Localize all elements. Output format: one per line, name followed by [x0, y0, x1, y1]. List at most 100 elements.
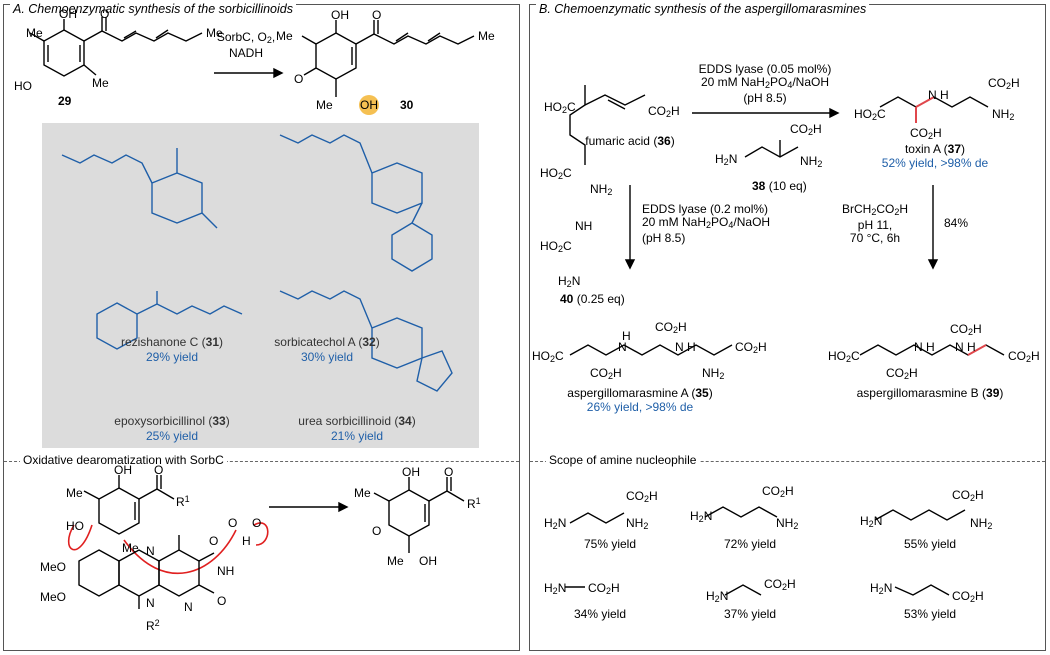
co2h-label: CO2H [735, 340, 767, 356]
step2-conditions: EDDS lyase (0.2 mol%)20 mM NaH2PO4/NaOH(… [642, 202, 771, 245]
me-label: Me [122, 541, 139, 555]
nh-label: N H [928, 88, 949, 102]
co2h-label: CO2H [950, 322, 982, 338]
me-label: Me [26, 26, 43, 40]
ho-label: HO [66, 519, 84, 533]
scope-yield-5: 37% yield [723, 607, 777, 621]
fumaric-acid-label: fumaric acid (36) [585, 134, 675, 148]
scope-yield-3: 55% yield [903, 537, 957, 551]
asp-a-yield: 26% yield, >98% de [586, 400, 694, 414]
nh-label: N H [955, 340, 976, 354]
me-label: Me [354, 486, 371, 500]
h2n-label: H2N [558, 274, 581, 290]
nh2-label: NH2 [626, 516, 649, 532]
nh-label: NH [217, 564, 235, 578]
h2n-label: H2N [870, 581, 893, 597]
methoxy-label: MeO [40, 590, 67, 604]
co2h-label: CO2H [588, 581, 620, 597]
nh-label: H [622, 329, 631, 343]
panel-a-structures [29, 17, 475, 609]
scope-yield-4: 34% yield [573, 607, 627, 621]
product-33-name: epoxysorbicillinol (33) [114, 414, 230, 428]
n-label: N [184, 600, 193, 614]
amine-38-structure [744, 140, 799, 158]
ketone-o-label: O [372, 524, 382, 538]
panel-b-title: B. Chemoenzymatic synthesis of the asper… [536, 2, 870, 16]
h2n-label: H2N [690, 509, 713, 525]
n-label: N [618, 340, 627, 354]
co2h-label: CO2H [886, 366, 918, 382]
co2h-label: CO2H [762, 484, 794, 500]
me-label: Me [206, 26, 223, 40]
compound-30-structure [301, 20, 475, 97]
product-32-name: sorbicatechol A (32) [274, 335, 380, 349]
fumaric-acid-structure [584, 94, 646, 110]
panel-a-title: A. Chemoenzymatic synthesis of the sorbi… [10, 2, 296, 16]
amine-38-label: 38 (10 eq) [752, 179, 807, 193]
fumaric-ho2c-label: HO2C [544, 100, 576, 116]
nh2-label: NH2 [800, 154, 823, 170]
methoxy-label: MeO [40, 560, 67, 574]
ho2c-label: HO2C [540, 166, 572, 182]
oh-label: OH [360, 98, 378, 112]
compound-34-structure [279, 290, 453, 392]
nh-label: N [146, 544, 155, 558]
mechanism-substrate-structure [83, 475, 175, 535]
scope-title: Scope of amine nucleophile [546, 454, 700, 467]
compound-29-structure [29, 17, 203, 77]
scope-yield-2: 72% yield [723, 537, 777, 551]
ho2c-label: HO2C [854, 107, 886, 123]
ho2c-label: HO2C [540, 239, 572, 255]
panel-b-structures [565, 85, 1005, 596]
h2n-label: H2N [860, 514, 883, 530]
product-31-name: rezishanone C (31) [120, 335, 224, 349]
carbonyl-o-label: O [209, 534, 219, 548]
h2n-label: H2N [706, 589, 729, 605]
h2n-label: H2N [544, 516, 567, 532]
ho2c-label: HO2C [532, 349, 564, 365]
r1-label: R1 [467, 496, 481, 511]
me-label: Me [316, 98, 333, 112]
step3-yield: 84% [944, 216, 969, 230]
me-label: Me [276, 29, 293, 43]
peroxide-o-label: O [228, 516, 238, 530]
n-label: N [146, 596, 155, 610]
me-label: Me [66, 486, 83, 500]
nh-label: N H [914, 340, 935, 354]
ho2c-label: HO2C [828, 349, 860, 365]
h2n-label: H2N [544, 581, 567, 597]
carbonyl-o-label: O [100, 7, 110, 21]
h2n-label: H2N [715, 152, 738, 168]
oh-label: OH [114, 463, 132, 477]
compound-31-structure [61, 148, 218, 229]
reaction-1-conditions: SorbC, O2,NADH [216, 30, 276, 60]
nh2-label: NH2 [702, 366, 725, 382]
nh-label: N H [675, 340, 696, 354]
nh2-label: NH2 [992, 107, 1015, 123]
me-label: Me [478, 29, 495, 43]
panel-b: B. Chemoenzymatic synthesis of the asper… [529, 2, 1046, 651]
carbonyl-o-label: O [217, 594, 227, 608]
peroxide-h-label: H [242, 534, 251, 548]
ho-label: HO [14, 79, 32, 93]
mechanism-title: Oxidative dearomatization with SorbC [20, 454, 227, 467]
product-structures [61, 134, 453, 392]
nh2-label: NH2 [590, 182, 613, 198]
nh2-label: NH2 [776, 516, 799, 532]
co2h-label: CO2H [952, 488, 984, 504]
flavin-structure [78, 535, 215, 609]
toxin-a-label: toxin A (37) [904, 142, 966, 156]
toxin-a-yield: 52% yield, >98% de [881, 156, 989, 170]
aspergillomarasmine-b-structure [859, 344, 1005, 356]
compound-32-structure [279, 134, 433, 272]
toxin-a-structure [879, 96, 989, 123]
mechanism-product-structure [373, 477, 465, 553]
oh-label: OH [419, 554, 437, 568]
fumaric-co2h-label: CO2H [648, 104, 680, 120]
scope-yield-1: 75% yield [583, 537, 637, 551]
oh-label: OH [331, 8, 349, 22]
amine-40-structure [569, 85, 586, 165]
product-34-yield: 21% yield [330, 429, 384, 443]
peroxide-o-label: O [252, 516, 262, 530]
